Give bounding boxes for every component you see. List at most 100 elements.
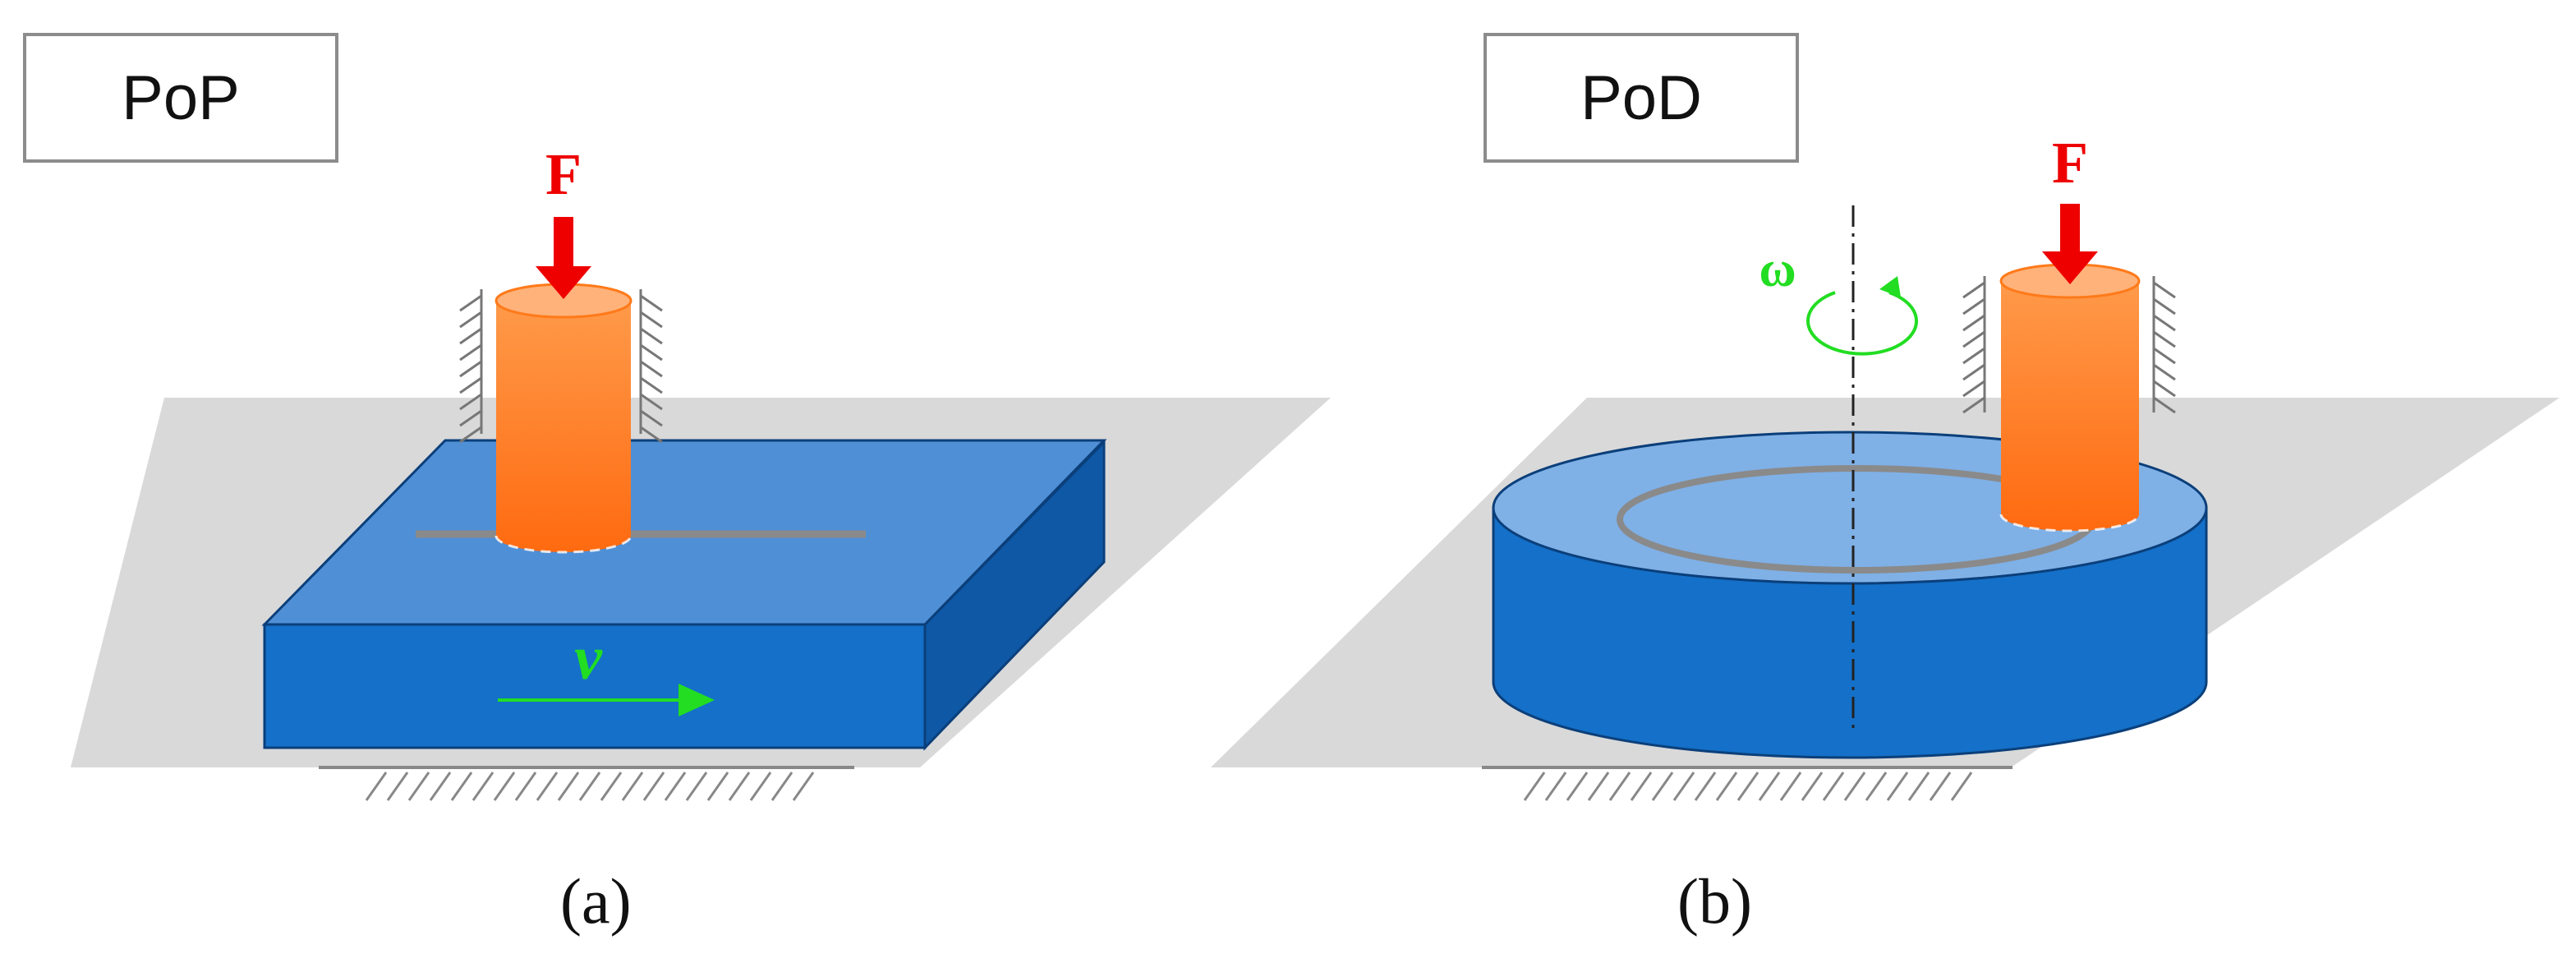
velocity-label: v [574, 624, 603, 693]
hatch-line [1962, 347, 1985, 365]
hatch-line [578, 772, 601, 801]
hatch-line [493, 772, 516, 801]
hatch-line [1962, 330, 1985, 348]
hatch-line [1962, 396, 1985, 414]
hatch-line [557, 772, 580, 801]
hatch-line [459, 343, 482, 362]
hatch-line [600, 772, 623, 801]
hatch-line [2153, 330, 2176, 348]
plate-front-face [263, 623, 927, 749]
hatch-line [1962, 380, 1985, 398]
velocity-arrow [498, 684, 715, 716]
hatch-line [1962, 363, 1985, 381]
hatch-line [1608, 772, 1631, 801]
force-label: F [545, 141, 582, 207]
hatch-line [365, 772, 388, 801]
hatch-line [2153, 281, 2176, 299]
hatch-line [664, 772, 687, 801]
hatch-line [792, 772, 815, 801]
hatch-line [621, 772, 644, 801]
hatch-line [1886, 772, 1909, 801]
angular-velocity-label: ω [1759, 242, 1796, 297]
hatch-line [728, 772, 751, 801]
hatch-line [459, 360, 482, 378]
pin-guide-right [2152, 276, 2176, 414]
hatch-line [459, 393, 482, 411]
ground-support-hatch [1482, 766, 2012, 801]
hatch-line [1523, 772, 1546, 801]
pin [494, 283, 632, 554]
rotation-arrow [1806, 276, 1918, 356]
hatch-line [640, 426, 663, 444]
hatch-line [1694, 772, 1717, 801]
hatch-line [1736, 772, 1760, 801]
hatch-line [386, 772, 409, 801]
hatch-line [1566, 772, 1589, 801]
pod-label: PoD [1580, 62, 1702, 133]
hatch-line [770, 772, 794, 801]
hatch-line [459, 294, 482, 312]
hatch-line [749, 772, 772, 801]
hatch-line [2153, 347, 2176, 365]
hatch-line [640, 393, 663, 411]
hatch-line [1822, 772, 1845, 801]
pin-guide-left [459, 289, 483, 444]
force-arrow-down [536, 217, 591, 299]
hatch-line [472, 772, 494, 801]
hatch-line [640, 327, 663, 345]
hatch-line [1962, 314, 1985, 332]
caption-b: (b) [1677, 865, 1752, 937]
hatch-line [1651, 772, 1674, 801]
hatch-line [459, 327, 482, 345]
hatch-line [1907, 772, 1930, 801]
hatch-line [640, 311, 663, 329]
hatch-line [1544, 772, 1567, 801]
hatch-line [1801, 772, 1824, 801]
hatch-line [706, 772, 729, 801]
pod-label-box: PoD [1484, 33, 1799, 163]
hatch-line [1587, 772, 1610, 801]
pin-on-disk-panel: ω F [1211, 130, 2560, 801]
hatch-line [1779, 772, 1802, 801]
pin-on-plate-panel: F v [71, 141, 1331, 801]
hatch-line [2153, 396, 2176, 414]
hatch-line [640, 294, 663, 312]
hatch-line [1929, 772, 1952, 801]
hatch-line [1865, 772, 1888, 801]
hatch-line [407, 772, 430, 801]
hatch-line [429, 772, 452, 801]
hatch-line [1962, 281, 1985, 299]
hatch-line [1950, 772, 1973, 801]
hatch-line [1843, 772, 1866, 801]
hatch-line [1962, 297, 1985, 316]
hatch-line [459, 426, 482, 444]
hatch-line [2153, 314, 2176, 332]
pop-label-box: PoP [23, 33, 338, 163]
pop-label: PoP [122, 62, 240, 133]
hatch-line [2153, 297, 2176, 316]
hatch-line [459, 409, 482, 427]
hatch-line [1672, 772, 1695, 801]
hatch-line [640, 409, 663, 427]
hatch-line [2153, 380, 2176, 398]
hatch-line [459, 311, 482, 329]
pin [1999, 263, 2141, 532]
ground-support-hatch [319, 766, 854, 801]
hatch-line [640, 343, 663, 362]
hatch-line [640, 376, 663, 394]
hatch-line [536, 772, 559, 801]
force-label: F [2052, 130, 2088, 196]
caption-a: (a) [560, 865, 632, 937]
pin-guide-left [1962, 276, 1986, 414]
hatch-line [459, 376, 482, 394]
hatch-line [642, 772, 665, 801]
hatch-line [1715, 772, 1738, 801]
hatch-line [1758, 772, 1781, 801]
hatch-line [450, 772, 473, 801]
hatch-line [1630, 772, 1653, 801]
force-arrow-down [2042, 204, 2098, 284]
pin-guide-right [639, 289, 663, 444]
hatch-line [685, 772, 708, 801]
hatch-line [2153, 363, 2176, 381]
